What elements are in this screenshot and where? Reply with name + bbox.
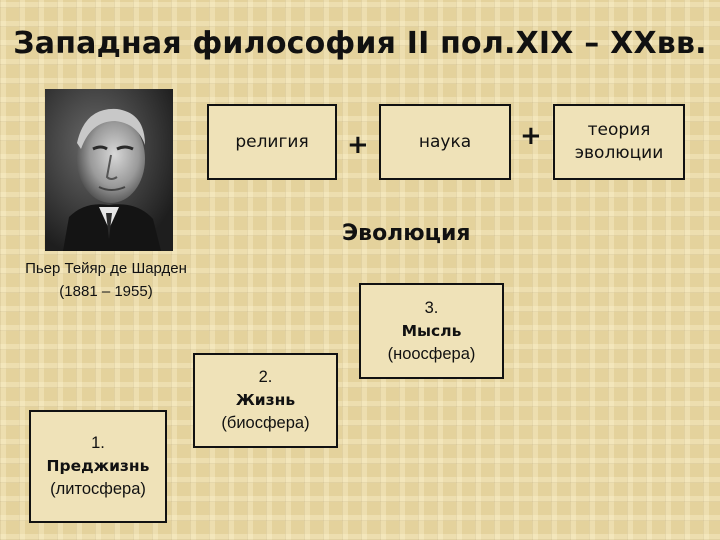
stage-box-prelife: 1. Преджизнь (литосфера)	[29, 410, 167, 523]
caption-name: Пьер Тейяр де Шарден	[25, 260, 187, 277]
stage-sphere: (биосфера)	[221, 414, 310, 432]
stage-sphere: (ноосфера)	[387, 344, 476, 363]
stage-name: Преджизнь	[46, 457, 150, 475]
portrait-caption: Пьер Тейяр де Шарден (1881 – 1955)	[0, 257, 212, 303]
stage-number: 1.	[91, 434, 105, 452]
plus-sign-1: +	[347, 130, 369, 160]
religion-box: религия	[207, 104, 337, 180]
stage-box-life: 2. Жизнь (биосфера)	[193, 353, 338, 448]
evolution-theory-line2: эволюции	[574, 143, 664, 163]
stage-number: 3.	[424, 298, 439, 317]
stage-sphere: (литосфера)	[50, 480, 146, 498]
stage-box-thought: 3. Мысль (ноосфера)	[359, 283, 504, 379]
religion-label: религия	[235, 131, 309, 152]
evolution-theory-line1: теория	[587, 120, 651, 140]
evolution-heading: Эволюция	[342, 221, 471, 246]
stage-number: 2.	[258, 368, 273, 386]
science-box: наука	[379, 104, 511, 180]
portrait-photo	[45, 89, 173, 251]
plus-sign-2: +	[520, 121, 542, 151]
evolution-theory-box: теория эволюции	[553, 104, 685, 180]
caption-years: (1881 – 1955)	[59, 283, 153, 300]
science-label: наука	[418, 131, 472, 152]
stage-name: Мысль	[401, 321, 462, 340]
stage-name: Жизнь	[235, 391, 296, 409]
slide-title: Западная философия II пол.XIX – XXвв.	[13, 26, 707, 61]
